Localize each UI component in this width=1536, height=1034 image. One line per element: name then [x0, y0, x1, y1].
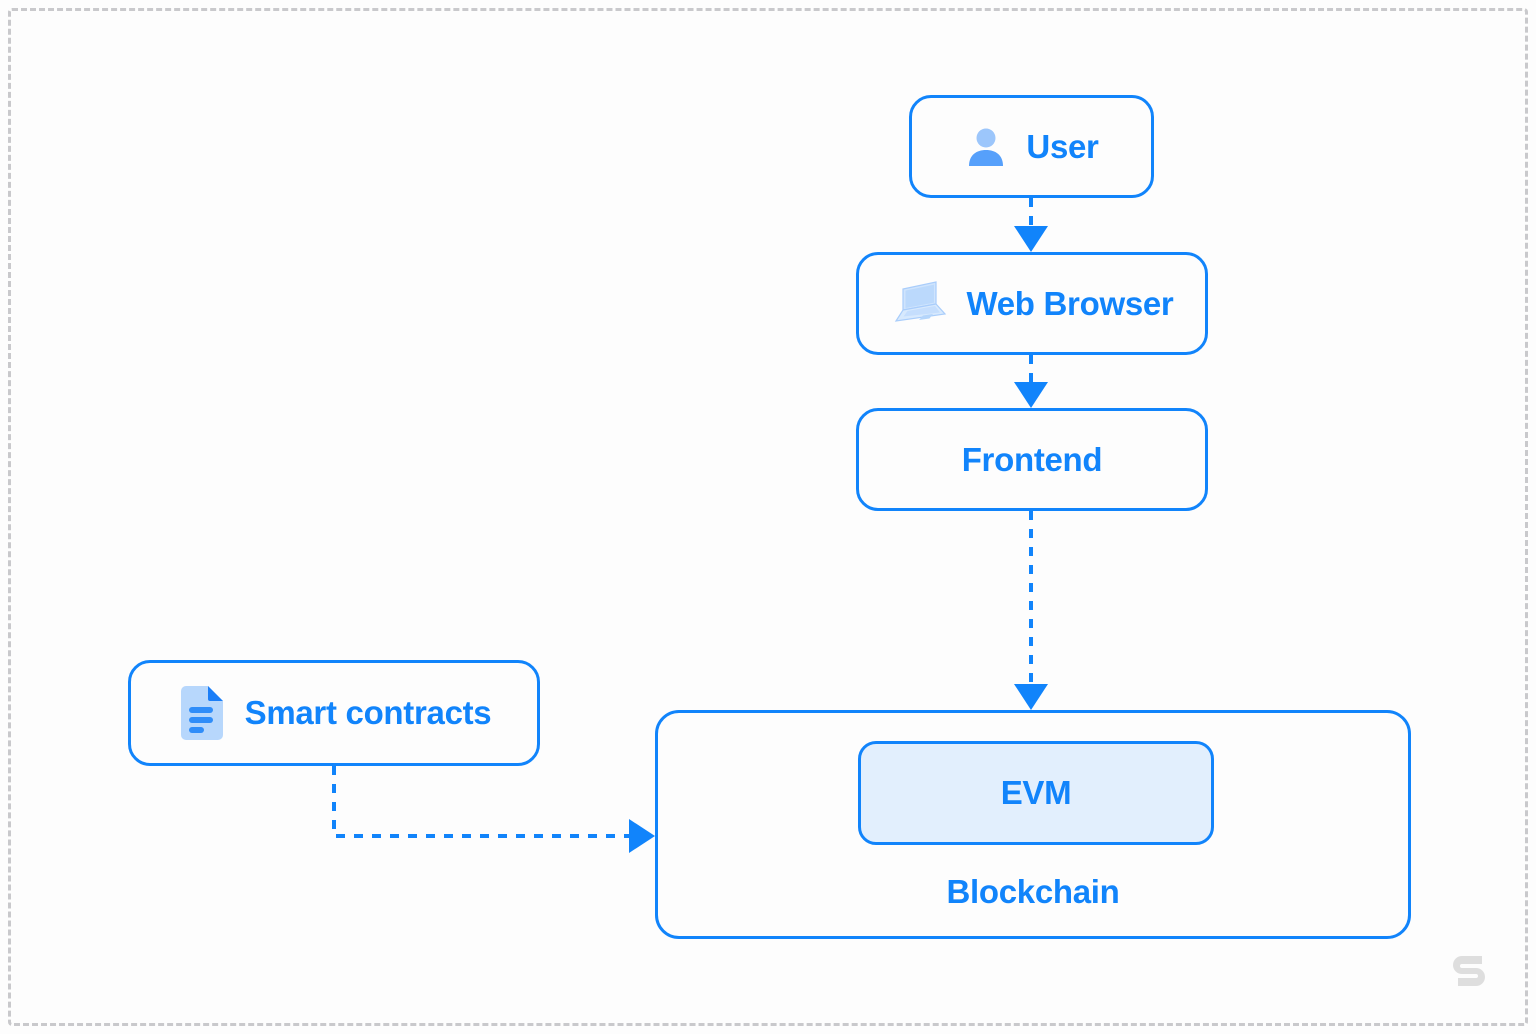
- node-evm[interactable]: EVM: [858, 741, 1214, 845]
- node-web-browser[interactable]: Web Browser: [856, 252, 1208, 355]
- node-user[interactable]: User: [909, 95, 1154, 198]
- edge-frontend-to-blockchain: [1014, 511, 1048, 710]
- node-web-browser-label: Web Browser: [966, 284, 1174, 322]
- s-logo-watermark: [1453, 956, 1485, 986]
- node-smart-contracts[interactable]: Smart contracts: [128, 660, 540, 766]
- person-icon: [969, 128, 1004, 166]
- edge-smart-contracts-to-blockchain: [332, 766, 655, 853]
- laptop-icon: [894, 280, 946, 322]
- edge-user-to-web-browser: [1014, 198, 1048, 252]
- node-blockchain-label: Blockchain: [946, 873, 1120, 910]
- node-user-label: User: [1026, 127, 1099, 165]
- edge-web-browser-to-frontend: [1014, 355, 1048, 408]
- node-evm-label: EVM: [1000, 774, 1072, 811]
- node-frontend[interactable]: Frontend: [856, 408, 1208, 511]
- node-smart-contracts-label: Smart contracts: [244, 694, 492, 731]
- document-icon: [180, 686, 223, 740]
- node-blockchain-label-wrap: Blockchain: [658, 873, 1408, 911]
- node-frontend-label: Frontend: [961, 440, 1103, 478]
- node-blockchain[interactable]: EVM Blockchain: [655, 710, 1411, 939]
